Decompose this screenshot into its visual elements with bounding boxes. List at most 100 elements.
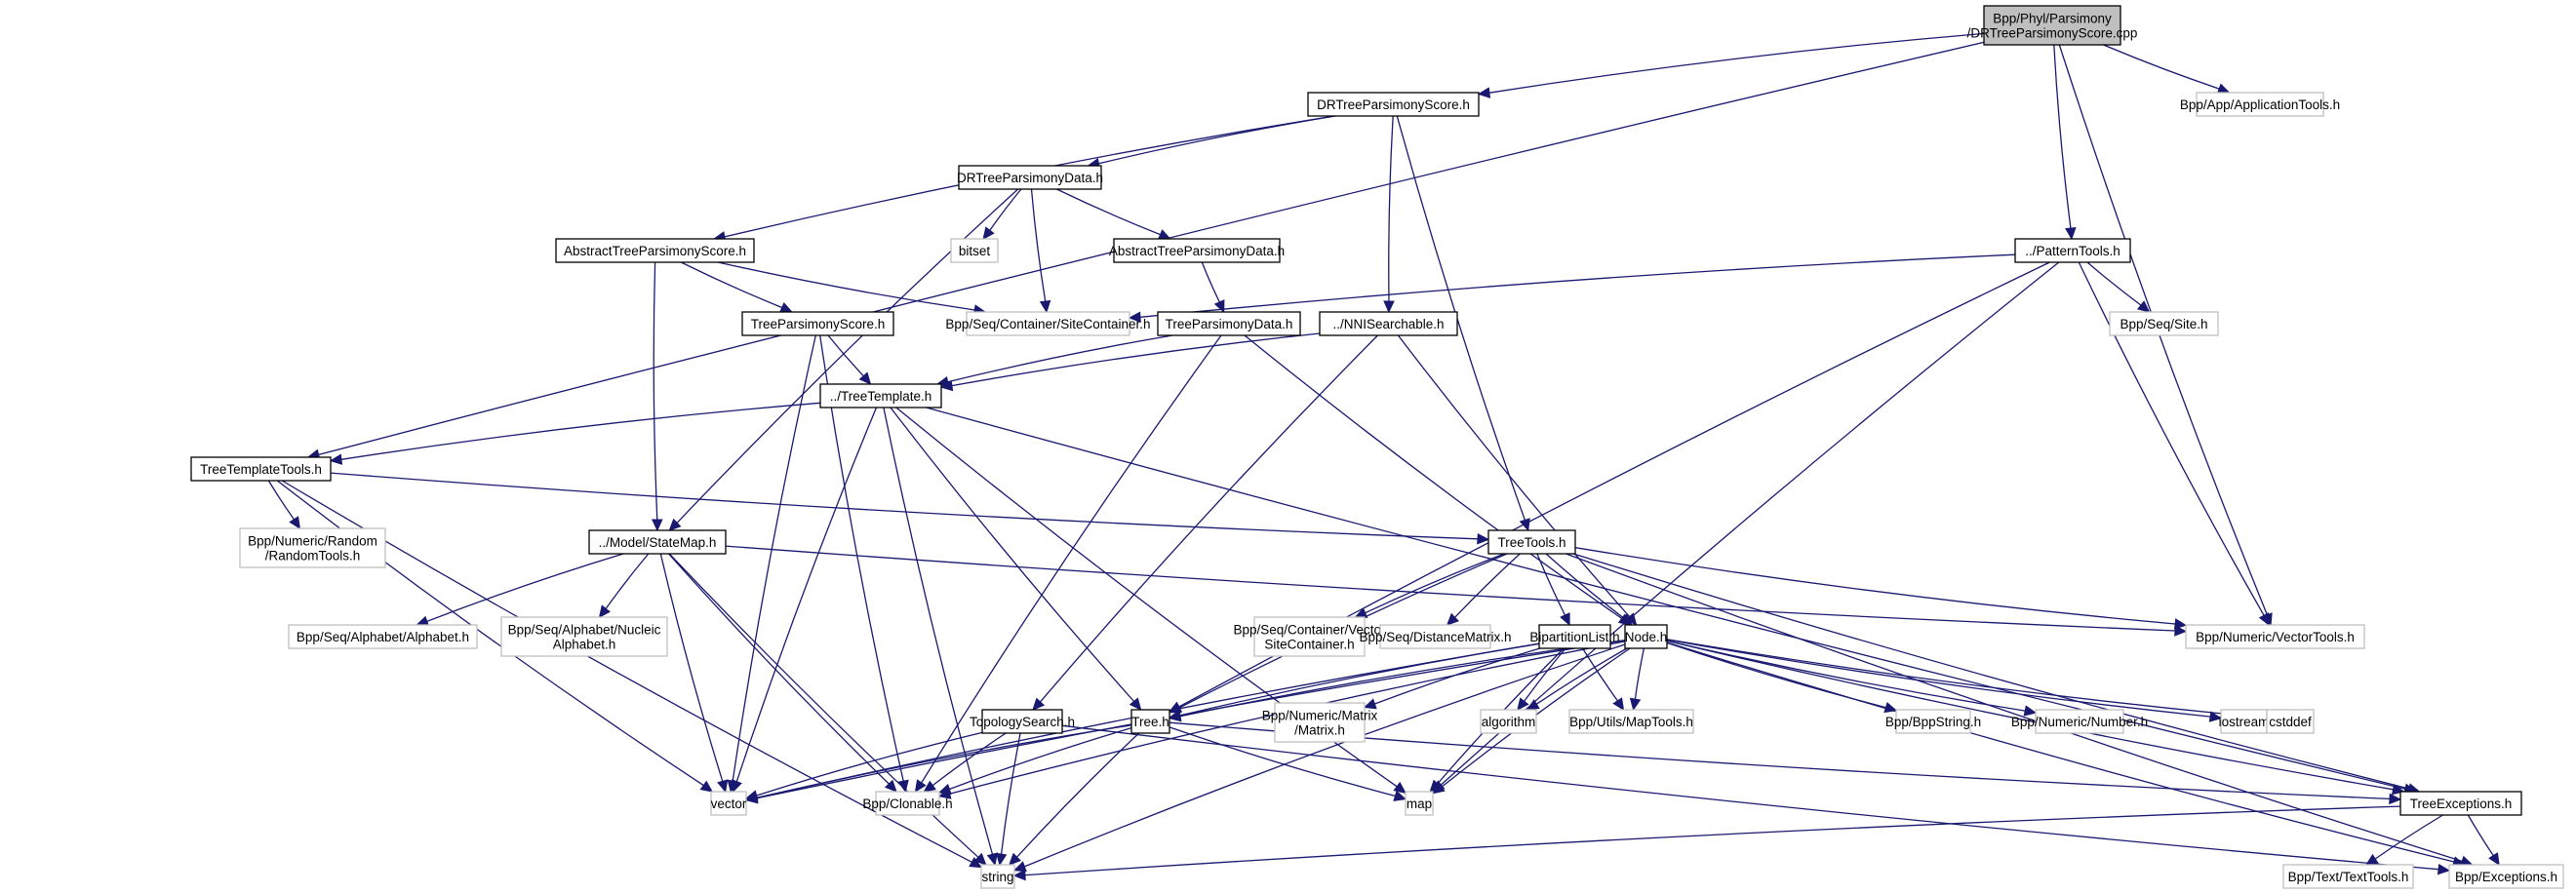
edge-treetools-to-exceptions	[1565, 553, 2463, 863]
edge-tpd-to-treetpl	[947, 334, 1173, 383]
node-box	[190, 456, 332, 482]
arrowhead-node-to-string	[1012, 861, 1027, 873]
arrowhead-pattern-to-sitecont	[1128, 311, 1141, 323]
node-root[interactable]: Bpp/Phyl/Parsimony/DRTreeParsimonyScore.…	[1967, 5, 2138, 46]
edge-statemap-to-vectools	[725, 545, 2176, 632]
edge-node-to-number	[1666, 640, 2026, 712]
node-number: Bpp/Numeric/Number.h	[2011, 709, 2148, 734]
node-bitset: bitset	[950, 238, 999, 263]
node-sitecont: Bpp/Seq/Container/SiteContainer.h	[945, 311, 1151, 336]
node-box	[950, 238, 999, 263]
edge-node-to-treeexc	[1666, 640, 2394, 791]
node-atps[interactable]: AbstractTreeParsimonyScore.h	[555, 238, 755, 263]
edge-treetools-to-vectools	[1574, 547, 2176, 625]
node-algorithm: algorithm	[1480, 709, 1537, 734]
arrowhead-statemap-to-vector	[717, 779, 729, 794]
node-box	[741, 311, 894, 336]
node-ttt[interactable]: TreeTemplateTools.h	[190, 456, 332, 482]
node-topo[interactable]: TopologySearch.h	[970, 709, 1075, 734]
node-label: vector	[711, 797, 747, 811]
node-iostream: iostream	[2219, 709, 2270, 734]
edge-treetools-to-vsc	[1365, 553, 1505, 614]
node-tree[interactable]: Tree.h	[1130, 709, 1170, 734]
edge-root-to-apptools	[2103, 44, 2220, 90]
node-tps[interactable]: TreeParsimonyScore.h	[741, 311, 894, 336]
edge-topo-to-string	[1000, 732, 1021, 855]
edge-node-to-maptools	[1634, 647, 1645, 700]
edges-layer	[267, 32, 2500, 881]
node-matrix: Bpp/Numeric/Matrix/Matrix.h	[1262, 702, 1378, 743]
node-box	[1568, 709, 1694, 734]
node-box	[500, 616, 668, 657]
node-distmat: Bpp/Seq/DistanceMatrix.h	[1359, 624, 1512, 649]
arrowhead-statemap-to-nucleic	[598, 604, 612, 618]
arrowhead-atps-to-tps	[778, 301, 793, 313]
node-nni[interactable]: ../NNISearchable.h	[1319, 311, 1458, 336]
node-label: Tree.h	[1131, 715, 1169, 729]
node-box	[1480, 709, 1537, 734]
node-box	[1487, 529, 1576, 555]
node-maptools: Bpp/Utils/MapTools.h	[1568, 709, 1694, 734]
edge-atpd-to-tpd	[1201, 261, 1220, 303]
node-exceptions: Bpp/Exceptions.h	[2448, 864, 2564, 889]
node-bppstring: Bpp/BppString.h	[1885, 709, 1981, 734]
node-box	[1307, 92, 1480, 117]
arrowhead-ttt-to-string	[969, 856, 983, 869]
node-box	[1405, 791, 1434, 816]
arrowhead-treetpl-to-string	[986, 852, 998, 867]
node-treetools[interactable]: TreeTools.h	[1487, 529, 1576, 555]
node-box	[2014, 238, 2131, 263]
edge-tps-to-vector	[732, 334, 816, 782]
node-pattern[interactable]: ../PatternTools.h	[2014, 238, 2131, 263]
arrowhead-tps-to-treetpl	[858, 371, 872, 385]
arrowhead-tree-to-treeexc	[2389, 793, 2402, 805]
edge-tree-to-clonable	[949, 726, 1132, 791]
edge-node-to-cstddef	[1666, 639, 2257, 719]
node-atpd[interactable]: AbstractTreeParsimonyData.h	[1109, 238, 1285, 263]
edge-drtpd-to-statemap	[676, 188, 1019, 524]
edge-treetools-to-distmat	[1454, 553, 1521, 618]
arrowhead-treetpl-to-tree	[1129, 697, 1142, 711]
arrowhead-node-to-map	[1432, 782, 1446, 795]
edge-treetpl-to-string	[883, 407, 994, 855]
edge-atps-to-sitecont	[717, 261, 975, 311]
node-label: TopologySearch.h	[970, 715, 1075, 729]
node-label: Bpp/Phyl/Parsimony	[1993, 12, 2112, 26]
edge-treetpl-to-ttt	[340, 402, 821, 460]
node-treetpl[interactable]: ../TreeTemplate.h	[819, 383, 942, 408]
node-label: Bpp/BppString.h	[1885, 715, 1981, 729]
arrowhead-tps-to-clonable	[897, 779, 909, 794]
arrowhead-treeexc-to-texttools	[2364, 853, 2379, 866]
edge-drtps-to-drtpd	[1098, 115, 1336, 165]
edge-pattern-to-site	[2086, 261, 2142, 306]
node-box	[1157, 311, 1301, 336]
nodes-layer: Bpp/Phyl/Parsimony/DRTreeParsimonyScore.…	[190, 5, 2564, 889]
node-label: Bpp/App/ApplicationTools.h	[2180, 97, 2340, 112]
node-label: iostream	[2219, 715, 2270, 729]
arrowhead-treetools-to-bipart	[1560, 612, 1570, 627]
arrowhead-treetools-to-node	[1619, 613, 1633, 626]
node-label: TreeParsimonyScore.h	[751, 317, 886, 331]
edge-statemap-to-alphabet	[426, 553, 624, 623]
edge-treeexc-to-exceptions	[2467, 814, 2494, 857]
arrowhead-statemap-to-string	[973, 852, 987, 866]
arrowhead-nni-to-treetpl	[939, 379, 954, 392]
node-treeexc[interactable]: TreeExceptions.h	[2399, 791, 2522, 816]
node-bipart[interactable]: BipartitionList.h	[1529, 624, 1620, 649]
node-label: map	[1407, 797, 1432, 811]
arrowhead-atps-to-statemap	[652, 519, 663, 532]
node-box	[555, 238, 755, 263]
arrowhead-treetpl-to-ttt	[329, 453, 343, 465]
arrowhead-node-to-number	[2023, 705, 2038, 717]
node-node[interactable]: Node.h	[1624, 624, 1668, 649]
node-box	[588, 529, 727, 555]
node-tpd[interactable]: TreeParsimonyData.h	[1157, 311, 1301, 336]
node-box	[1274, 702, 1366, 743]
node-drtpd[interactable]: DRTreeParsimonyData.h	[957, 165, 1103, 190]
arrowhead-drtpd-to-statemap	[668, 518, 682, 531]
node-label: AbstractTreeParsimonyScore.h	[564, 244, 746, 258]
node-drtps[interactable]: DRTreeParsimonyScore.h	[1307, 92, 1480, 117]
node-statemap[interactable]: ../Model/StateMap.h	[588, 529, 727, 555]
node-label: DRTreeParsimonyScore.h	[1317, 97, 1470, 112]
edge-statemap-to-vector	[659, 553, 724, 782]
